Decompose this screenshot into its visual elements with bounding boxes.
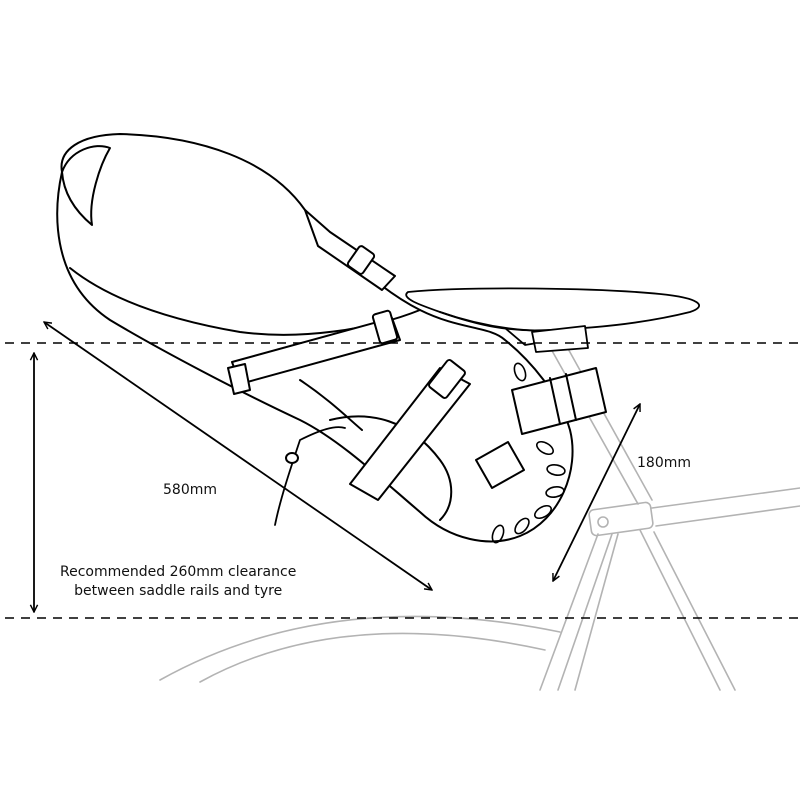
dimension-arrows [34,322,641,612]
rail-strap [304,209,396,291]
roll-top-fold [61,145,111,226]
length-dimension-label: 580mm [163,482,217,498]
bag-label-patch [475,441,525,489]
depth-dimension-label: 180mm [637,455,691,471]
rear-tyre-outer [159,615,561,681]
seat-stays [539,533,619,691]
clearance-note-line-2: between saddle rails and tyre [74,583,283,599]
seat-tube [639,529,736,691]
cord-lock [285,452,299,464]
rear-tyre-inner [199,632,546,683]
depth-arrow [552,404,641,581]
clearance-note-line-1: Recommended 260mm clearance [60,564,297,580]
lace-loops [491,362,566,544]
clearance-note: Recommended 260mm clearance between sadd… [60,563,296,601]
top-tube [651,487,800,527]
length-arrow [44,322,432,590]
clamp-bolt [597,516,609,528]
saddle-clamp-head [531,325,589,353]
seat-pack [56,133,607,544]
saddle [405,287,701,353]
